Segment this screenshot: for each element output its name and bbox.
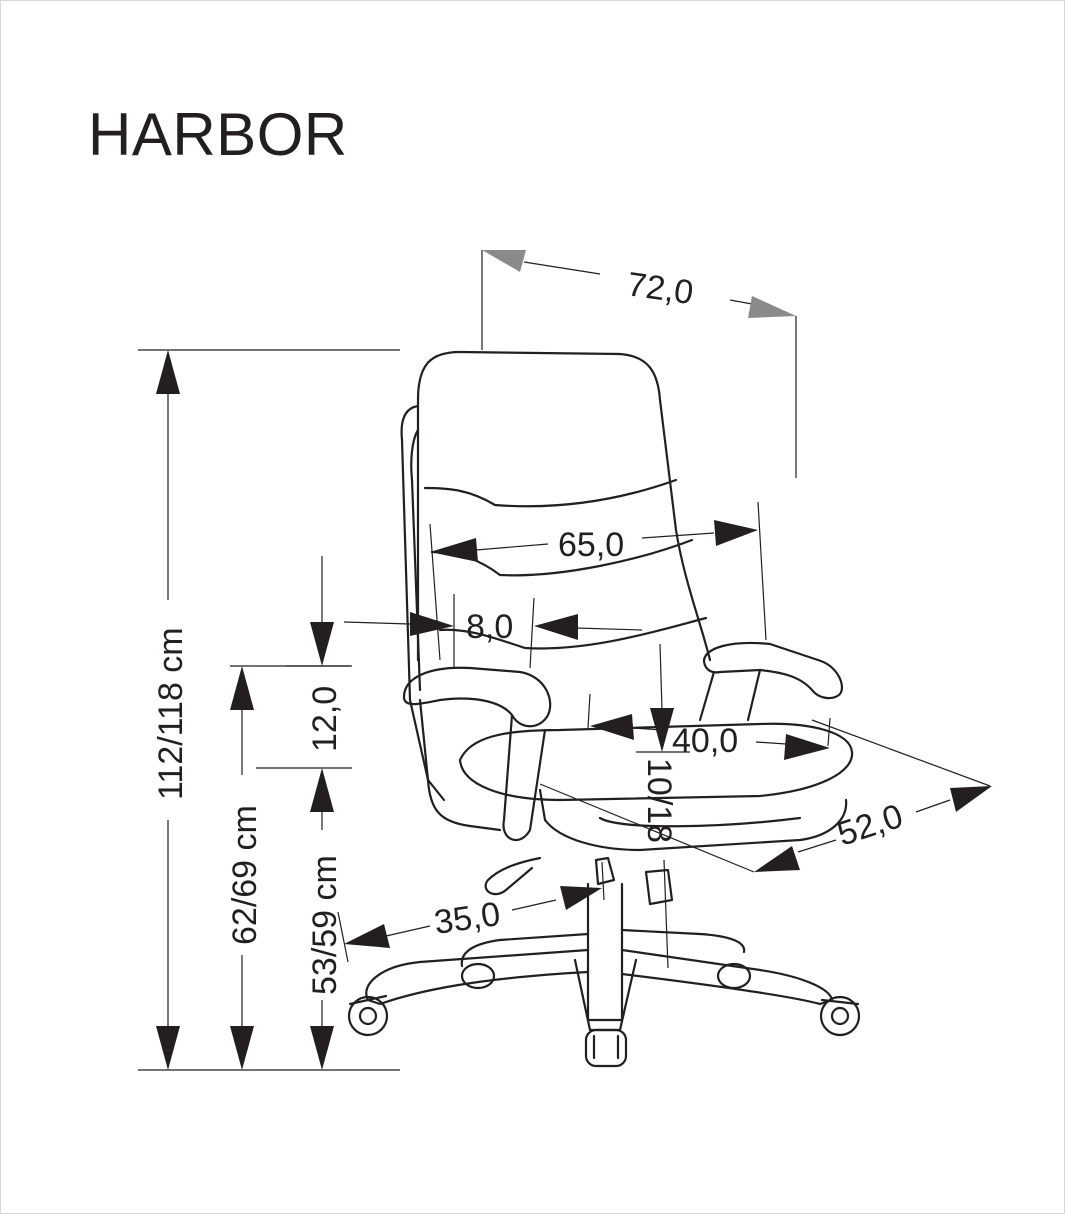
- arrow-width-left: [482, 250, 526, 272]
- arrow-width-right: [748, 296, 796, 318]
- label-armrest-above-seat: 12,0: [306, 686, 344, 752]
- arrow-total-bottom: [156, 1026, 180, 1070]
- dim-seat-thickness: 10/18: [636, 643, 690, 969]
- base-leg-back-left: [460, 932, 590, 968]
- dim-seat-width: 40,0: [587, 693, 831, 760]
- arrow-seatwidth-left: [590, 714, 634, 740]
- armrest-right-support: [698, 668, 762, 722]
- backrest-seam-upper: [423, 478, 678, 508]
- label-overall-width: 72,0: [625, 265, 696, 312]
- chair-outline: [347, 350, 861, 1068]
- arrow-base-right: [560, 886, 602, 910]
- label-seat-depth: 52,0: [833, 797, 908, 854]
- arrow-seat-top: [310, 768, 334, 812]
- base-leg-left: [365, 948, 590, 1006]
- seat-base: [538, 788, 848, 852]
- caster-back-left: [460, 962, 496, 990]
- label-base-radius: 35,0: [432, 895, 503, 942]
- label-seat-height: 53/59 cm: [306, 855, 344, 995]
- base-leg-right: [620, 948, 834, 1006]
- seat-frame: [598, 816, 802, 828]
- base-leg-back-right: [620, 928, 746, 954]
- arrow-backrest-right: [714, 520, 758, 546]
- mechanism: [594, 856, 616, 886]
- dim-armrest-above-seat: 12,0: [286, 556, 352, 752]
- backrest: [416, 350, 712, 662]
- label-seat-width: 40,0: [672, 722, 738, 760]
- label-seat-thickness: 10/18: [640, 758, 678, 843]
- label-armrest-height: 62/69 cm: [226, 805, 264, 945]
- arrow-depth-right: [950, 786, 992, 812]
- backrest-side: [400, 404, 446, 802]
- arrow-seat-bottom: [310, 1026, 334, 1070]
- arrow-armrest-bottom: [230, 1026, 254, 1070]
- armrest-left: [402, 666, 552, 728]
- side-lever: [644, 868, 674, 906]
- armrest-left-frame: [418, 698, 502, 832]
- gas-lift: [586, 882, 624, 1022]
- armrest-right: [702, 641, 844, 700]
- label-total-height: 112/118 cm: [152, 627, 190, 800]
- caster-right: [819, 995, 861, 1037]
- lever-handle: [484, 856, 542, 896]
- label-armrest-gap: 8,0: [466, 608, 513, 646]
- arrow-backrest-left: [430, 538, 478, 562]
- arrow-armrest-gap-top: [310, 622, 334, 666]
- caster-left: [347, 994, 389, 1037]
- dim-overall-width: 72,0: [481, 250, 797, 478]
- caster-front: [584, 1028, 628, 1068]
- dim-base-radius: 35,0: [337, 861, 605, 963]
- backrest-side-inner: [410, 428, 422, 692]
- seat-cushion: [458, 722, 854, 802]
- arrow-depth-left: [754, 846, 800, 872]
- dim-backrest-width: 65,0: [429, 501, 767, 661]
- dim-seat-height: 53/59 cm: [256, 767, 352, 1070]
- arrow-gap-right: [534, 614, 578, 640]
- armrest-left-support: [502, 713, 547, 842]
- product-title: HARBOR: [88, 101, 348, 168]
- dim-total-height: 112/118 cm: [138, 349, 400, 1071]
- arrow-base-left: [344, 924, 390, 948]
- arrow-armrest-top: [230, 666, 254, 710]
- arrow-thickness-top: [650, 708, 674, 752]
- label-backrest-width: 65,0: [558, 526, 624, 564]
- backrest-seam-lower: [438, 616, 708, 650]
- caster-back-right: [716, 962, 752, 990]
- arrow-seatwidth-right: [784, 734, 830, 760]
- dim-armrest-gap: 8,0: [343, 594, 643, 669]
- dim-armrest-height: 62/69 cm: [226, 665, 350, 1070]
- arrow-gap-left: [410, 612, 454, 636]
- arrow-total-top: [156, 350, 180, 394]
